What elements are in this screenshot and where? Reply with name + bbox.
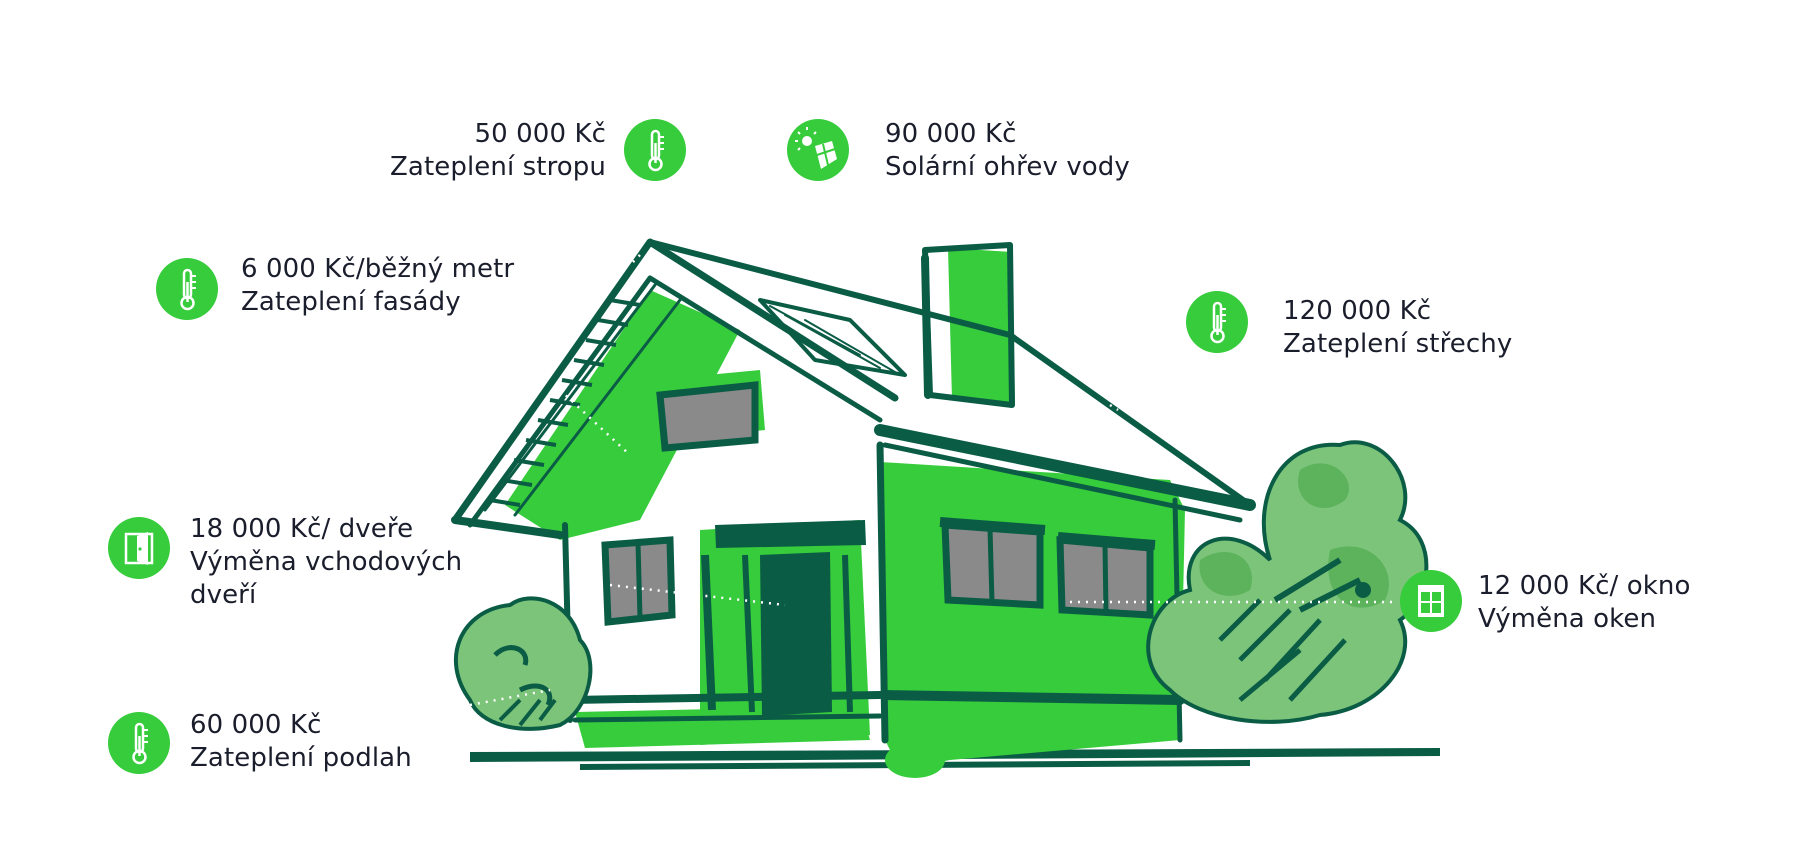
facade-price: 6 000 Kč/běžný metr: [241, 254, 515, 284]
door-price: 18 000 Kč/ dveře: [190, 514, 414, 544]
leader-lines: [469, 254, 1395, 707]
gable-siding: [489, 298, 641, 507]
solar-title: Solární ohřev vody: [885, 152, 1130, 182]
windows-label: 12 000 Kč/ okno Výměna oken: [1478, 570, 1690, 636]
floor-badge: [108, 712, 170, 774]
house-windows: [601, 381, 1156, 626]
roof-title: Zateplení střechy: [1283, 329, 1513, 359]
facade-label: 6 000 Kč/běžný metr Zateplení fasády: [241, 253, 514, 319]
thermometer-icon: [180, 268, 196, 311]
floor-title: Zateplení podlah: [190, 743, 412, 773]
door-title-line2: dveří: [190, 580, 257, 610]
door-label: 18 000 Kč/ dveře Výměna vchodových dveří: [190, 513, 462, 612]
solar-label: 90 000 Kč Solární ohřev vody: [885, 118, 1130, 184]
thermometer-icon: [1210, 301, 1226, 344]
ceiling-badge: [624, 119, 686, 181]
thermometer-icon: [132, 722, 148, 765]
door-icon: [124, 532, 154, 565]
bush-right: [1146, 440, 1429, 724]
facade-title: Zateplení fasády: [241, 287, 461, 317]
windows-price: 12 000 Kč/ okno: [1478, 571, 1691, 601]
floor-label: 60 000 Kč Zateplení podlah: [190, 709, 412, 775]
house-door: [701, 520, 866, 716]
bush-left: [453, 596, 593, 731]
roof-label: 120 000 Kč Zateplení střechy: [1283, 295, 1512, 361]
solar-price: 90 000 Kč: [885, 119, 1017, 149]
facade-badge: [156, 258, 218, 320]
solar-panel-icon: [795, 127, 837, 169]
ceiling-price: 50 000 Kč: [474, 119, 606, 149]
ceiling-title: Zateplení stropu: [390, 152, 606, 182]
thermometer-icon: [648, 129, 664, 172]
floor-price: 60 000 Kč: [190, 710, 322, 740]
door-badge: [108, 517, 170, 579]
windows-badge: [1400, 570, 1462, 632]
ceiling-label: 50 000 Kč Zateplení stropu: [390, 118, 606, 184]
door-title: Výměna vchodových: [190, 547, 463, 577]
window-icon: [1418, 585, 1444, 617]
solar-badge: [787, 119, 849, 181]
roof-price: 120 000 Kč: [1283, 296, 1432, 326]
windows-title: Výměna oken: [1478, 604, 1657, 634]
roof-badge: [1186, 291, 1248, 353]
